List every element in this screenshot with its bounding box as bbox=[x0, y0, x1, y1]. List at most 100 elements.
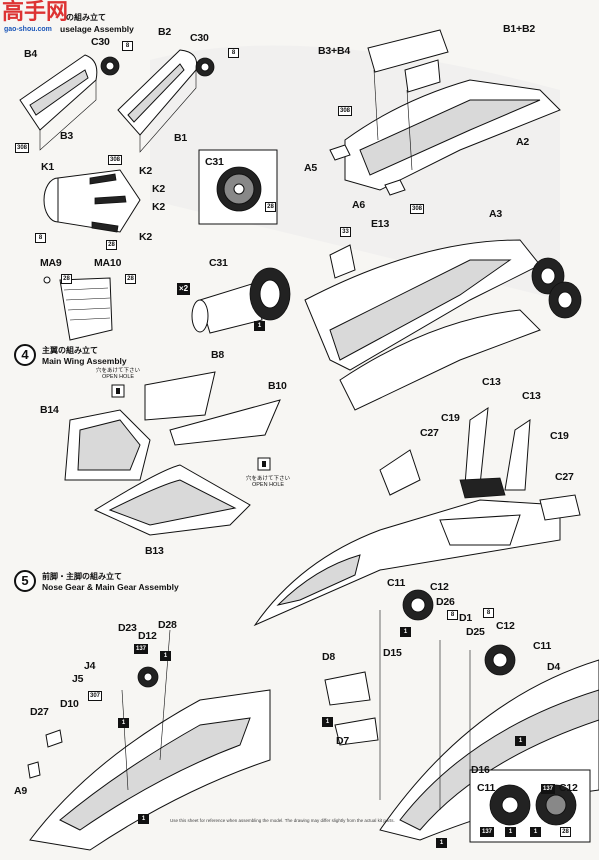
label-d7: D7 bbox=[336, 735, 350, 747]
ma9-ma10-drawing bbox=[43, 276, 113, 341]
paint-code: 1 bbox=[436, 838, 447, 848]
intake-b1-b2-drawing bbox=[117, 49, 215, 153]
label-c11-bottom: C11 bbox=[477, 782, 496, 794]
label-b1: B1 bbox=[174, 132, 188, 144]
label-c19-left: C19 bbox=[441, 412, 460, 424]
label-b3-b4: B3+B4 bbox=[318, 45, 350, 57]
paint-code: 1 bbox=[322, 717, 333, 727]
main-wing-drawings bbox=[64, 371, 281, 536]
section-5-title-jp: 前脚・主脚の組み立て bbox=[42, 572, 122, 581]
paint-code: 8 bbox=[447, 610, 458, 620]
fuselage-title-en: uselage Assembly bbox=[60, 24, 134, 34]
label-c13-right: C13 bbox=[522, 390, 541, 402]
label-d16: D16 bbox=[471, 764, 490, 776]
section-5-number: 5 bbox=[14, 570, 36, 592]
label-d12: D12 bbox=[138, 630, 157, 642]
label-d28: D28 bbox=[158, 619, 177, 631]
paint-code: 1 bbox=[515, 736, 526, 746]
label-c31: C31 bbox=[209, 257, 228, 269]
exhaust-k1-k2-drawing bbox=[43, 169, 141, 233]
label-c12-right: C12 bbox=[496, 620, 515, 632]
paint-code: 308 bbox=[108, 155, 123, 165]
fuselage-title-jp: の組み立て bbox=[66, 13, 106, 22]
label-d8: D8 bbox=[322, 651, 336, 663]
label-c31-box: C31 bbox=[205, 156, 224, 168]
paint-code: 28 bbox=[265, 202, 276, 212]
open-hole-note: 穴をあけて下さい OPEN HOLE bbox=[90, 368, 146, 380]
c31-nozzle-drawing bbox=[191, 267, 291, 334]
section-4-title-jp: 主翼の組み立て bbox=[42, 346, 98, 355]
label-b2: B2 bbox=[158, 26, 172, 38]
upper-fuselage-drawing bbox=[329, 29, 561, 196]
paint-code: 308 bbox=[15, 143, 30, 153]
section-5-title-en: Nose Gear & Main Gear Assembly bbox=[42, 582, 179, 592]
label-b4: B4 bbox=[24, 48, 38, 60]
paint-code: 8 bbox=[228, 48, 239, 58]
label-c13-left: C13 bbox=[482, 376, 501, 388]
label-ma9: MA9 bbox=[40, 257, 62, 269]
paint-code: 308 bbox=[410, 204, 425, 214]
paint-code: 137 bbox=[480, 827, 495, 837]
paint-code: 1 bbox=[505, 827, 516, 837]
label-c11-top: C11 bbox=[387, 577, 406, 589]
label-k2-a: K2 bbox=[139, 165, 153, 177]
paint-code: 8 bbox=[122, 41, 133, 51]
paint-code: 137 bbox=[134, 644, 149, 654]
label-a3: A3 bbox=[489, 208, 503, 220]
label-d10: D10 bbox=[60, 698, 79, 710]
paint-code: 308 bbox=[338, 106, 353, 116]
label-j5: J5 bbox=[72, 673, 84, 685]
label-c11-right: C11 bbox=[533, 640, 552, 652]
open-hole-en: OPEN HOLE bbox=[101, 374, 135, 380]
assembled-aircraft-drawing bbox=[253, 406, 581, 627]
open-hole-jp: 穴をあけて下さい bbox=[95, 368, 140, 374]
label-a2: A2 bbox=[516, 136, 530, 148]
label-c27-right: C27 bbox=[555, 471, 574, 483]
label-d15: D15 bbox=[383, 647, 402, 659]
paint-code: 8 bbox=[483, 608, 494, 618]
label-k1: K1 bbox=[41, 161, 55, 173]
label-b13: B13 bbox=[145, 545, 164, 557]
paint-code: 28 bbox=[106, 240, 117, 250]
section-4-number: 4 bbox=[14, 344, 36, 366]
footnote: Use this sheet for reference when assemb… bbox=[170, 818, 395, 823]
paint-code: 1 bbox=[254, 321, 265, 331]
c31-detail-box bbox=[198, 149, 278, 225]
multiplier-badge: ×2 bbox=[177, 283, 191, 295]
label-k2-c: K2 bbox=[152, 201, 166, 213]
paint-code: 1 bbox=[118, 718, 129, 728]
label-d25: D25 bbox=[466, 626, 485, 638]
paint-code: 1 bbox=[530, 827, 541, 837]
label-d26: D26 bbox=[436, 596, 455, 608]
nose-gear-drawing bbox=[27, 629, 271, 851]
label-a6: A6 bbox=[352, 199, 366, 211]
label-b8: B8 bbox=[211, 349, 225, 361]
label-c30: C30 bbox=[91, 36, 110, 48]
paint-code: 1 bbox=[400, 627, 411, 637]
label-b1-b2: B1+B2 bbox=[503, 23, 535, 35]
label-j4: J4 bbox=[84, 660, 96, 672]
label-d23: D23 bbox=[118, 622, 137, 634]
label-a9: A9 bbox=[14, 785, 28, 797]
label-k2-d: K2 bbox=[139, 231, 153, 243]
label-d4: D4 bbox=[547, 661, 561, 673]
label-a5: A5 bbox=[304, 162, 318, 174]
paint-code: 28 bbox=[560, 827, 571, 837]
section-4-title-en: Main Wing Assembly bbox=[42, 356, 127, 366]
label-e13: E13 bbox=[371, 218, 390, 230]
label-c30-right: C30 bbox=[190, 32, 209, 44]
paint-code: 28 bbox=[125, 274, 136, 284]
intake-b3-b4-drawing bbox=[19, 54, 120, 151]
label-d1: D1 bbox=[459, 612, 473, 624]
watermark-logo: 高手网 bbox=[2, 0, 69, 25]
label-c27-left: C27 bbox=[420, 427, 439, 439]
label-d27: D27 bbox=[30, 706, 49, 718]
label-b10: B10 bbox=[268, 380, 287, 392]
paint-code: 33 bbox=[340, 227, 351, 237]
open-hole-jp: 穴をあけて下さい bbox=[245, 476, 290, 482]
paint-code: 1 bbox=[138, 814, 149, 824]
paint-code: 1 bbox=[160, 651, 171, 661]
watermark-url: gao-shou.com bbox=[4, 26, 52, 33]
paint-code: 8 bbox=[35, 233, 46, 243]
